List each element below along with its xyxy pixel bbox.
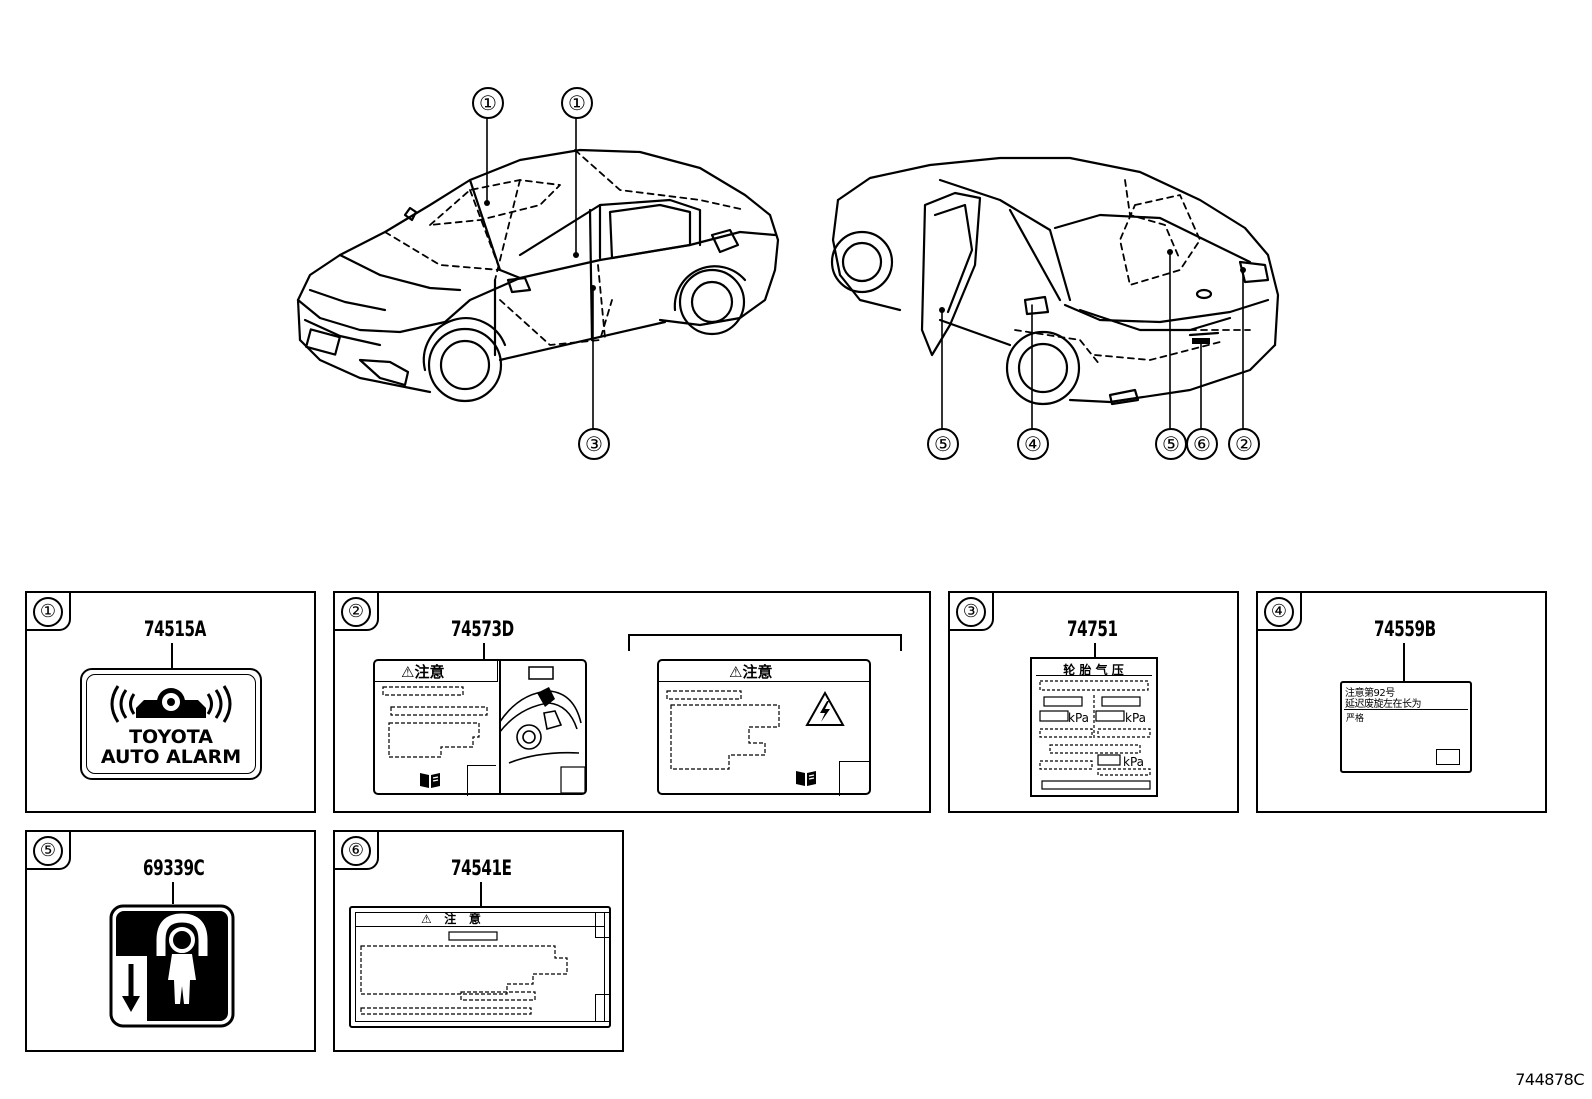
callout-front-pillar: ③ xyxy=(578,428,610,460)
caution-label-b: ⚠注意 xyxy=(657,659,871,796)
callout-rear-corner: ② xyxy=(1228,428,1260,460)
alarm-siren-icon xyxy=(110,685,232,723)
alarm-text-line2: AUTO ALARM xyxy=(100,746,242,768)
leader-line xyxy=(172,882,174,904)
kpa-unit-a: kPa xyxy=(1068,711,1089,725)
panel-number: ④ xyxy=(1264,597,1294,627)
manual-book-icon xyxy=(796,771,816,786)
high-voltage-icon xyxy=(805,691,845,726)
panel-6-caution-label: ⑥ 74541E ⚠ 注 意 xyxy=(333,830,624,1052)
leader-line xyxy=(1403,643,1405,681)
panel-4-notice-label: ④ 74559B 注意第92号 延迟废旋左在长为 严格 xyxy=(1256,591,1547,813)
panel-tab xyxy=(948,591,994,631)
text-placeholder-a xyxy=(382,686,488,758)
panel-2-caution-labels: ② 74573D ⚠注意 xyxy=(333,591,931,813)
text-placeholder-b xyxy=(666,690,780,770)
panel-3-tire-pressure-label: ③ 74751 轮 胎 气 压 xyxy=(948,591,1239,813)
alarm-text-line1: TOYOTA xyxy=(129,726,213,748)
callout-front-roof: ① xyxy=(472,87,504,119)
tire-pressure-heading: 轮 胎 气 压 xyxy=(1063,663,1124,677)
callout-trunk-lid: ⑥ xyxy=(1186,428,1218,460)
panel-tab xyxy=(1256,591,1302,631)
leader-line xyxy=(480,882,482,906)
leader-line xyxy=(171,643,173,668)
part-number: 74751 xyxy=(1067,617,1118,641)
part-number: 74515A xyxy=(144,617,206,641)
tire-pressure-fields xyxy=(1039,680,1151,790)
caution-sticker: ⚠ 注 意 xyxy=(349,906,611,1028)
kpa-unit-b: kPa xyxy=(1125,711,1146,725)
notice-sticker: 注意第92号 延迟废旋左在长为 严格 xyxy=(1340,681,1472,773)
notice-line2: 延迟废旋左在长为 xyxy=(1345,699,1422,710)
part-number: 69339C xyxy=(143,856,205,880)
panel-tab xyxy=(333,591,379,631)
part-number: 74541E xyxy=(451,856,512,880)
auto-alarm-sticker: TOYOTA AUTO ALARM xyxy=(80,668,262,780)
panel-number: ① xyxy=(33,597,63,627)
part-number: 74559B xyxy=(1374,617,1436,641)
callout-trunk: ⑤ xyxy=(1155,428,1187,460)
text-placeholder xyxy=(360,931,568,1015)
panel-number: ③ xyxy=(956,597,986,627)
panel-number: ② xyxy=(341,597,371,627)
panel-number: ⑤ xyxy=(33,836,63,866)
caution-label-a: ⚠注意 xyxy=(373,659,587,796)
caution-heading-b: ⚠注意 xyxy=(729,663,773,681)
callout-fuel-lid: ④ xyxy=(1017,428,1049,460)
panel-tab xyxy=(333,830,379,870)
fuel-nozzle-icon xyxy=(499,666,586,793)
kpa-unit-c: kPa xyxy=(1123,755,1144,769)
manual-book-icon xyxy=(420,773,440,788)
variant-bracket xyxy=(628,634,902,651)
caution-heading-a: ⚠注意 xyxy=(401,663,445,681)
callout-front-door: ① xyxy=(561,87,593,119)
car-illustrations xyxy=(296,114,1280,430)
drawing-reference-number: 744878C xyxy=(1515,1070,1584,1089)
leader-line xyxy=(483,643,485,659)
car-front-view xyxy=(296,148,780,403)
panel-tab xyxy=(25,591,71,631)
callout-leaders xyxy=(486,114,1244,430)
panel-1-auto-alarm-label: ① 74515A TOYOTA AUTO ALARM xyxy=(25,591,316,813)
panel-5-child-lock-label: ⑤ 69339C xyxy=(25,830,316,1052)
notice-line1: 注意第92号 xyxy=(1345,688,1395,699)
leader-line xyxy=(1094,643,1096,657)
panel-number: ⑥ xyxy=(341,836,371,866)
notice-small-text: 严格 xyxy=(1346,714,1365,724)
panel-tab xyxy=(25,830,71,870)
caution-heading: ⚠ 注 意 xyxy=(421,912,481,926)
child-lock-icon xyxy=(109,904,235,1028)
tire-pressure-sticker: 轮 胎 气 压 kPa xyxy=(1030,657,1158,797)
car-rear-view xyxy=(830,156,1280,406)
part-number: 74573D xyxy=(451,617,514,641)
callout-rear-door: ⑤ xyxy=(927,428,959,460)
